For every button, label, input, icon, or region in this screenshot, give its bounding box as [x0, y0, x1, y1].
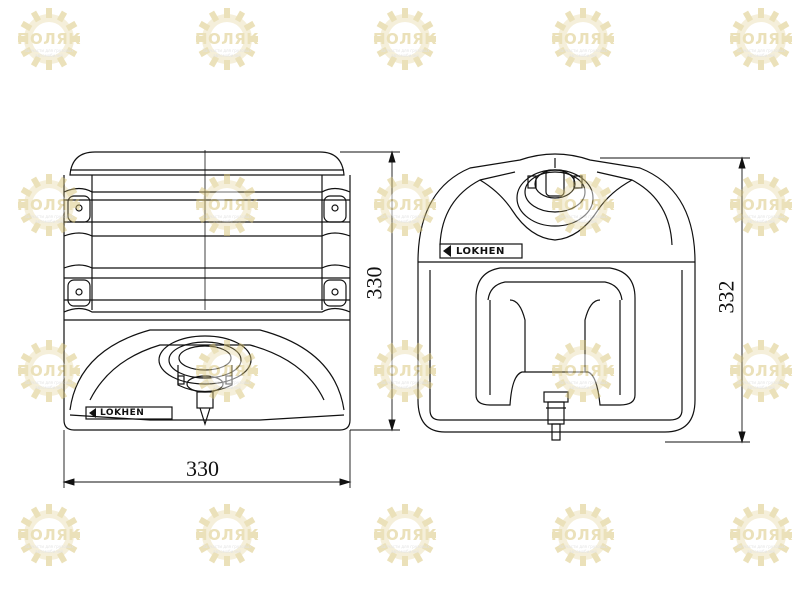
watermark-subtext: Запчасти для грузовых автомобилей — [558, 380, 608, 390]
watermark-text: ПОЛЯК — [728, 30, 794, 48]
watermark-subtext: Запчасти для грузовых автомобилей — [736, 48, 786, 58]
watermark-subtext: Запчасти для грузовых автомобилей — [736, 544, 786, 554]
watermark-subtext: Запчасти для грузовых автомобилей — [736, 380, 786, 390]
gear-icon — [722, 502, 800, 573]
dimension-label-height-side: 332 — [713, 280, 739, 314]
watermark-subtext: Запчасти для грузовых автомобилей — [202, 48, 252, 58]
gear-icon — [10, 502, 88, 573]
watermark-text: ПОЛЯК — [550, 526, 616, 544]
watermark-subtext: Запчасти для грузовых автомобилей — [558, 544, 608, 554]
watermark-text: ПОЛЯК — [550, 196, 616, 214]
watermark-subtext: Запчасти для грузовых автомобилей — [380, 544, 430, 554]
watermark-subtext: Запчасти для грузовых автомобилей — [558, 214, 608, 224]
gear-icon — [188, 6, 266, 77]
brand-plate-front — [85, 406, 173, 420]
tank-front-view — [63, 150, 351, 431]
gear-icon — [544, 172, 622, 243]
gear-icon — [366, 338, 444, 409]
watermark-text: ПОЛЯК — [372, 196, 438, 214]
watermark-subtext: Запчасти для грузовых автомобилей — [558, 48, 608, 58]
watermark-subtext: Запчасти для грузовых автомобилей — [24, 214, 74, 224]
gear-icon — [366, 6, 444, 77]
watermark-text: ПОЛЯК — [16, 362, 82, 380]
watermark-text: ПОЛЯК — [194, 362, 260, 380]
watermark-subtext: Запчасти для грузовых автомобилей — [24, 48, 74, 58]
brand-label-side: LOKHEN — [456, 246, 505, 257]
gear-icon — [544, 502, 622, 573]
dimension-label-width-front: 330 — [186, 456, 219, 481]
watermark-text: ПОЛЯК — [16, 526, 82, 544]
gear-icon — [10, 172, 88, 243]
gear-icon — [544, 6, 622, 77]
watermark-text: ПОЛЯК — [16, 30, 82, 48]
watermark-subtext: Запчасти для грузовых автомобилей — [24, 380, 74, 390]
brand-plate-side — [439, 243, 523, 259]
watermark-text: ПОЛЯК — [550, 30, 616, 48]
gear-icon — [10, 6, 88, 77]
watermark-text: ПОЛЯК — [372, 30, 438, 48]
dimension-label-height-front: 330 — [361, 266, 387, 300]
watermark-subtext: Запчасти для грузовых автомобилей — [202, 214, 252, 224]
gear-icon — [366, 172, 444, 243]
brand-label-front: LOKHEN — [100, 408, 145, 418]
watermark-subtext: Запчасти для грузовых автомобилей — [24, 544, 74, 554]
gear-icon — [366, 502, 444, 573]
watermark-text: ПОЛЯК — [372, 526, 438, 544]
watermark-text: ПОЛЯК — [372, 362, 438, 380]
watermark-text: ПОЛЯК — [728, 196, 794, 214]
gear-icon — [722, 6, 800, 77]
watermark-subtext: Запчасти для грузовых автомобилей — [736, 214, 786, 224]
dimension-height-side — [600, 156, 750, 444]
gear-icon — [544, 338, 622, 409]
watermark-text: ПОЛЯК — [728, 362, 794, 380]
watermark-text: ПОЛЯК — [194, 30, 260, 48]
watermark-subtext: Запчасти для грузовых автомобилей — [380, 380, 430, 390]
dimension-width-front — [62, 430, 352, 488]
watermark-subtext: Запчасти для грузовых автомобилей — [380, 214, 430, 224]
gear-icon — [10, 338, 88, 409]
gear-icon — [722, 172, 800, 243]
watermark-text: ПОЛЯК — [550, 362, 616, 380]
watermark-text: ПОЛЯК — [16, 196, 82, 214]
watermark-subtext: Запчасти для грузовых автомобилей — [202, 544, 252, 554]
watermark-text: ПОЛЯК — [194, 196, 260, 214]
gear-icon — [188, 172, 266, 243]
watermark-subtext: Запчасти для грузовых автомобилей — [380, 48, 430, 58]
watermark-subtext: Запчасти для грузовых автомобилей — [202, 380, 252, 390]
gear-icon — [722, 338, 800, 409]
gear-icon — [188, 502, 266, 573]
watermark-text: ПОЛЯК — [194, 526, 260, 544]
gear-icon — [188, 338, 266, 409]
tank-side-view — [417, 153, 696, 441]
watermark-text: ПОЛЯК — [728, 526, 794, 544]
